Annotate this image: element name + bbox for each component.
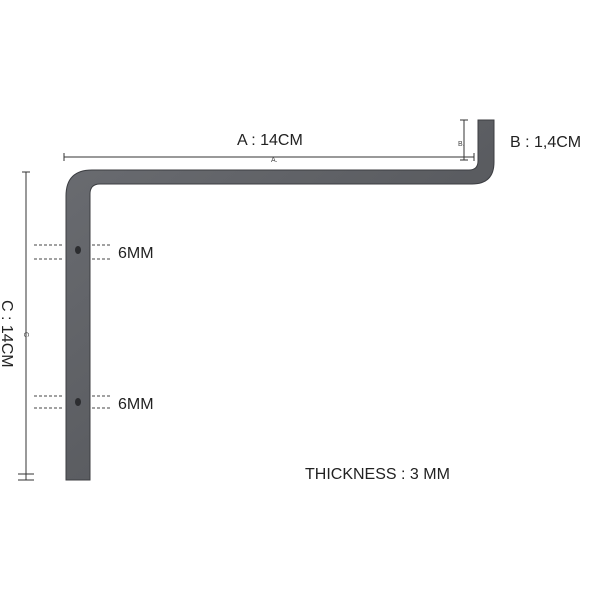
dimension-a-marker: A. (271, 157, 278, 164)
mounting-hole-bottom (75, 398, 81, 406)
hole-bottom-guides (34, 395, 110, 409)
hole-bottom-label: 6MM (118, 396, 154, 413)
dimension-b (460, 119, 468, 161)
hole-top-label: 6MM (118, 245, 154, 262)
mounting-hole-top (75, 246, 81, 254)
dimension-a (63, 153, 475, 161)
dimension-b-marker: B. (458, 141, 465, 148)
dimension-c-marker: C (22, 332, 29, 337)
hole-top-guides (34, 244, 110, 260)
thickness-label: THICKNESS : 3 MM (305, 466, 450, 483)
bracket-body (65, 119, 495, 481)
dimension-c-label: C : 14CM (0, 300, 15, 368)
dimension-b-label: B : 1,4CM (510, 134, 581, 151)
dimension-c (18, 171, 34, 481)
dimension-a-label: A : 14CM (237, 132, 303, 149)
